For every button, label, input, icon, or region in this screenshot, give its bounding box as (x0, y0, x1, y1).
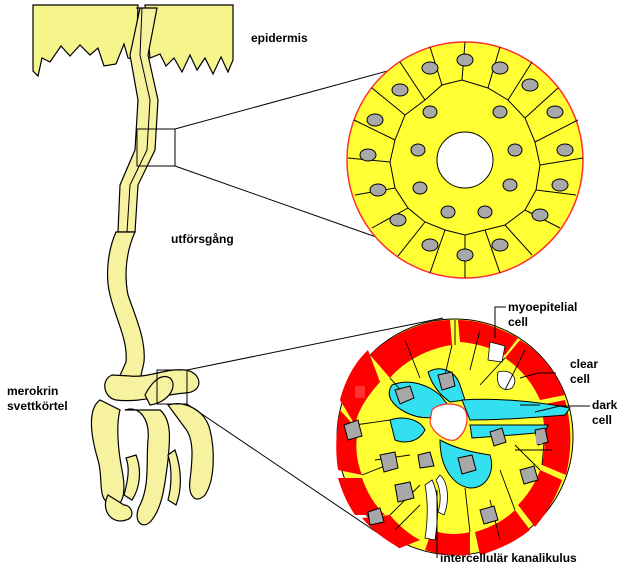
label-gland-line1: merokrin (7, 384, 58, 398)
epidermis-right (145, 5, 233, 74)
duct-cross-section-icon (347, 42, 583, 278)
label-clear-cell-line1: clear (570, 357, 598, 371)
label-duct: utförsgång (171, 232, 234, 246)
label-dark-cell-line2: cell (592, 413, 612, 427)
label-myoepithelial-line1: myoepitelial (508, 300, 577, 314)
label-clear-cell-line2: cell (570, 372, 590, 386)
label-dark-cell-line1: dark (592, 398, 617, 412)
label-gland-line2: svettkörtel (7, 399, 68, 413)
coiled-gland (91, 370, 213, 525)
gland-cross-section-icon (336, 319, 573, 555)
label-canaliculus: intercellulär kanalikulus (440, 551, 577, 565)
label-myoepithelial-line2: cell (508, 315, 528, 329)
label-epidermis: epidermis (251, 31, 308, 45)
epidermis-left (33, 5, 138, 76)
